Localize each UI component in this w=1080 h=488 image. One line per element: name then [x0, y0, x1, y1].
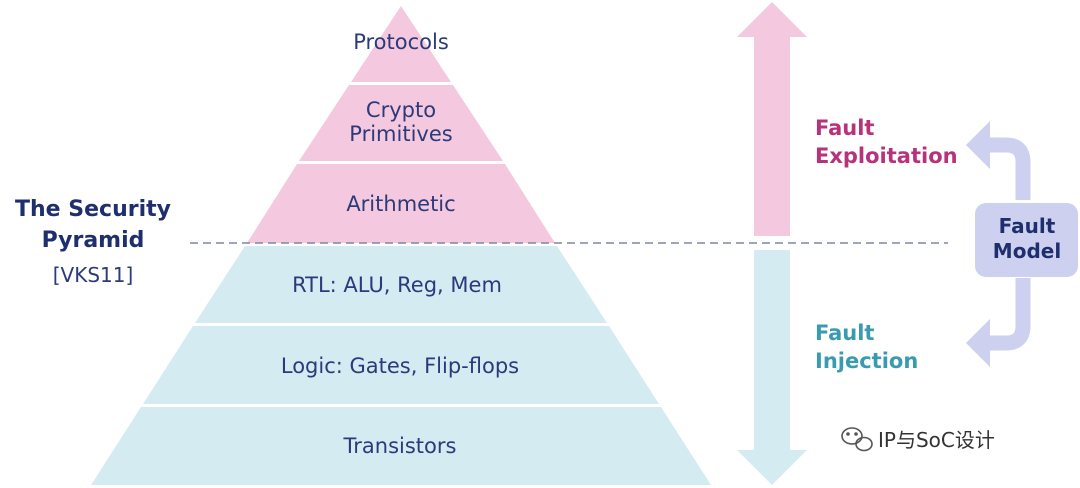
- model-to-exploitation-arrow: [990, 137, 1031, 200]
- injection-down-arrow: [737, 250, 807, 485]
- level-label-rtl: RTL: ALU, Reg, Mem: [292, 273, 502, 297]
- exploitation-up-arrow: [737, 2, 807, 236]
- pyramid-level-protocols: [351, 6, 451, 82]
- pyramid-level-arithmetic: [247, 164, 555, 243]
- pyramid-level-logic: [143, 326, 659, 404]
- pyramid-level-rtl: [195, 246, 607, 323]
- pyramid-level-transistors: [91, 407, 711, 485]
- level-label-arithmetic: Arithmetic: [346, 192, 455, 216]
- watermark-text: IP与SoC设计: [878, 428, 995, 452]
- level-label-protocols: Protocols: [353, 30, 449, 54]
- wechat-icon: [841, 427, 873, 452]
- citation: [VKS11]: [53, 263, 134, 287]
- level-label-logic: Logic: Gates, Flip-flops: [281, 354, 519, 378]
- pyramid-level-crypto-primitives: [299, 85, 503, 161]
- injection-arrowhead: [966, 319, 990, 367]
- model-to-injection-arrow: [990, 278, 1031, 351]
- fault-model-box: [975, 203, 1078, 277]
- level-label-transistors: Transistors: [343, 434, 457, 458]
- exploitation-arrowhead: [966, 121, 990, 169]
